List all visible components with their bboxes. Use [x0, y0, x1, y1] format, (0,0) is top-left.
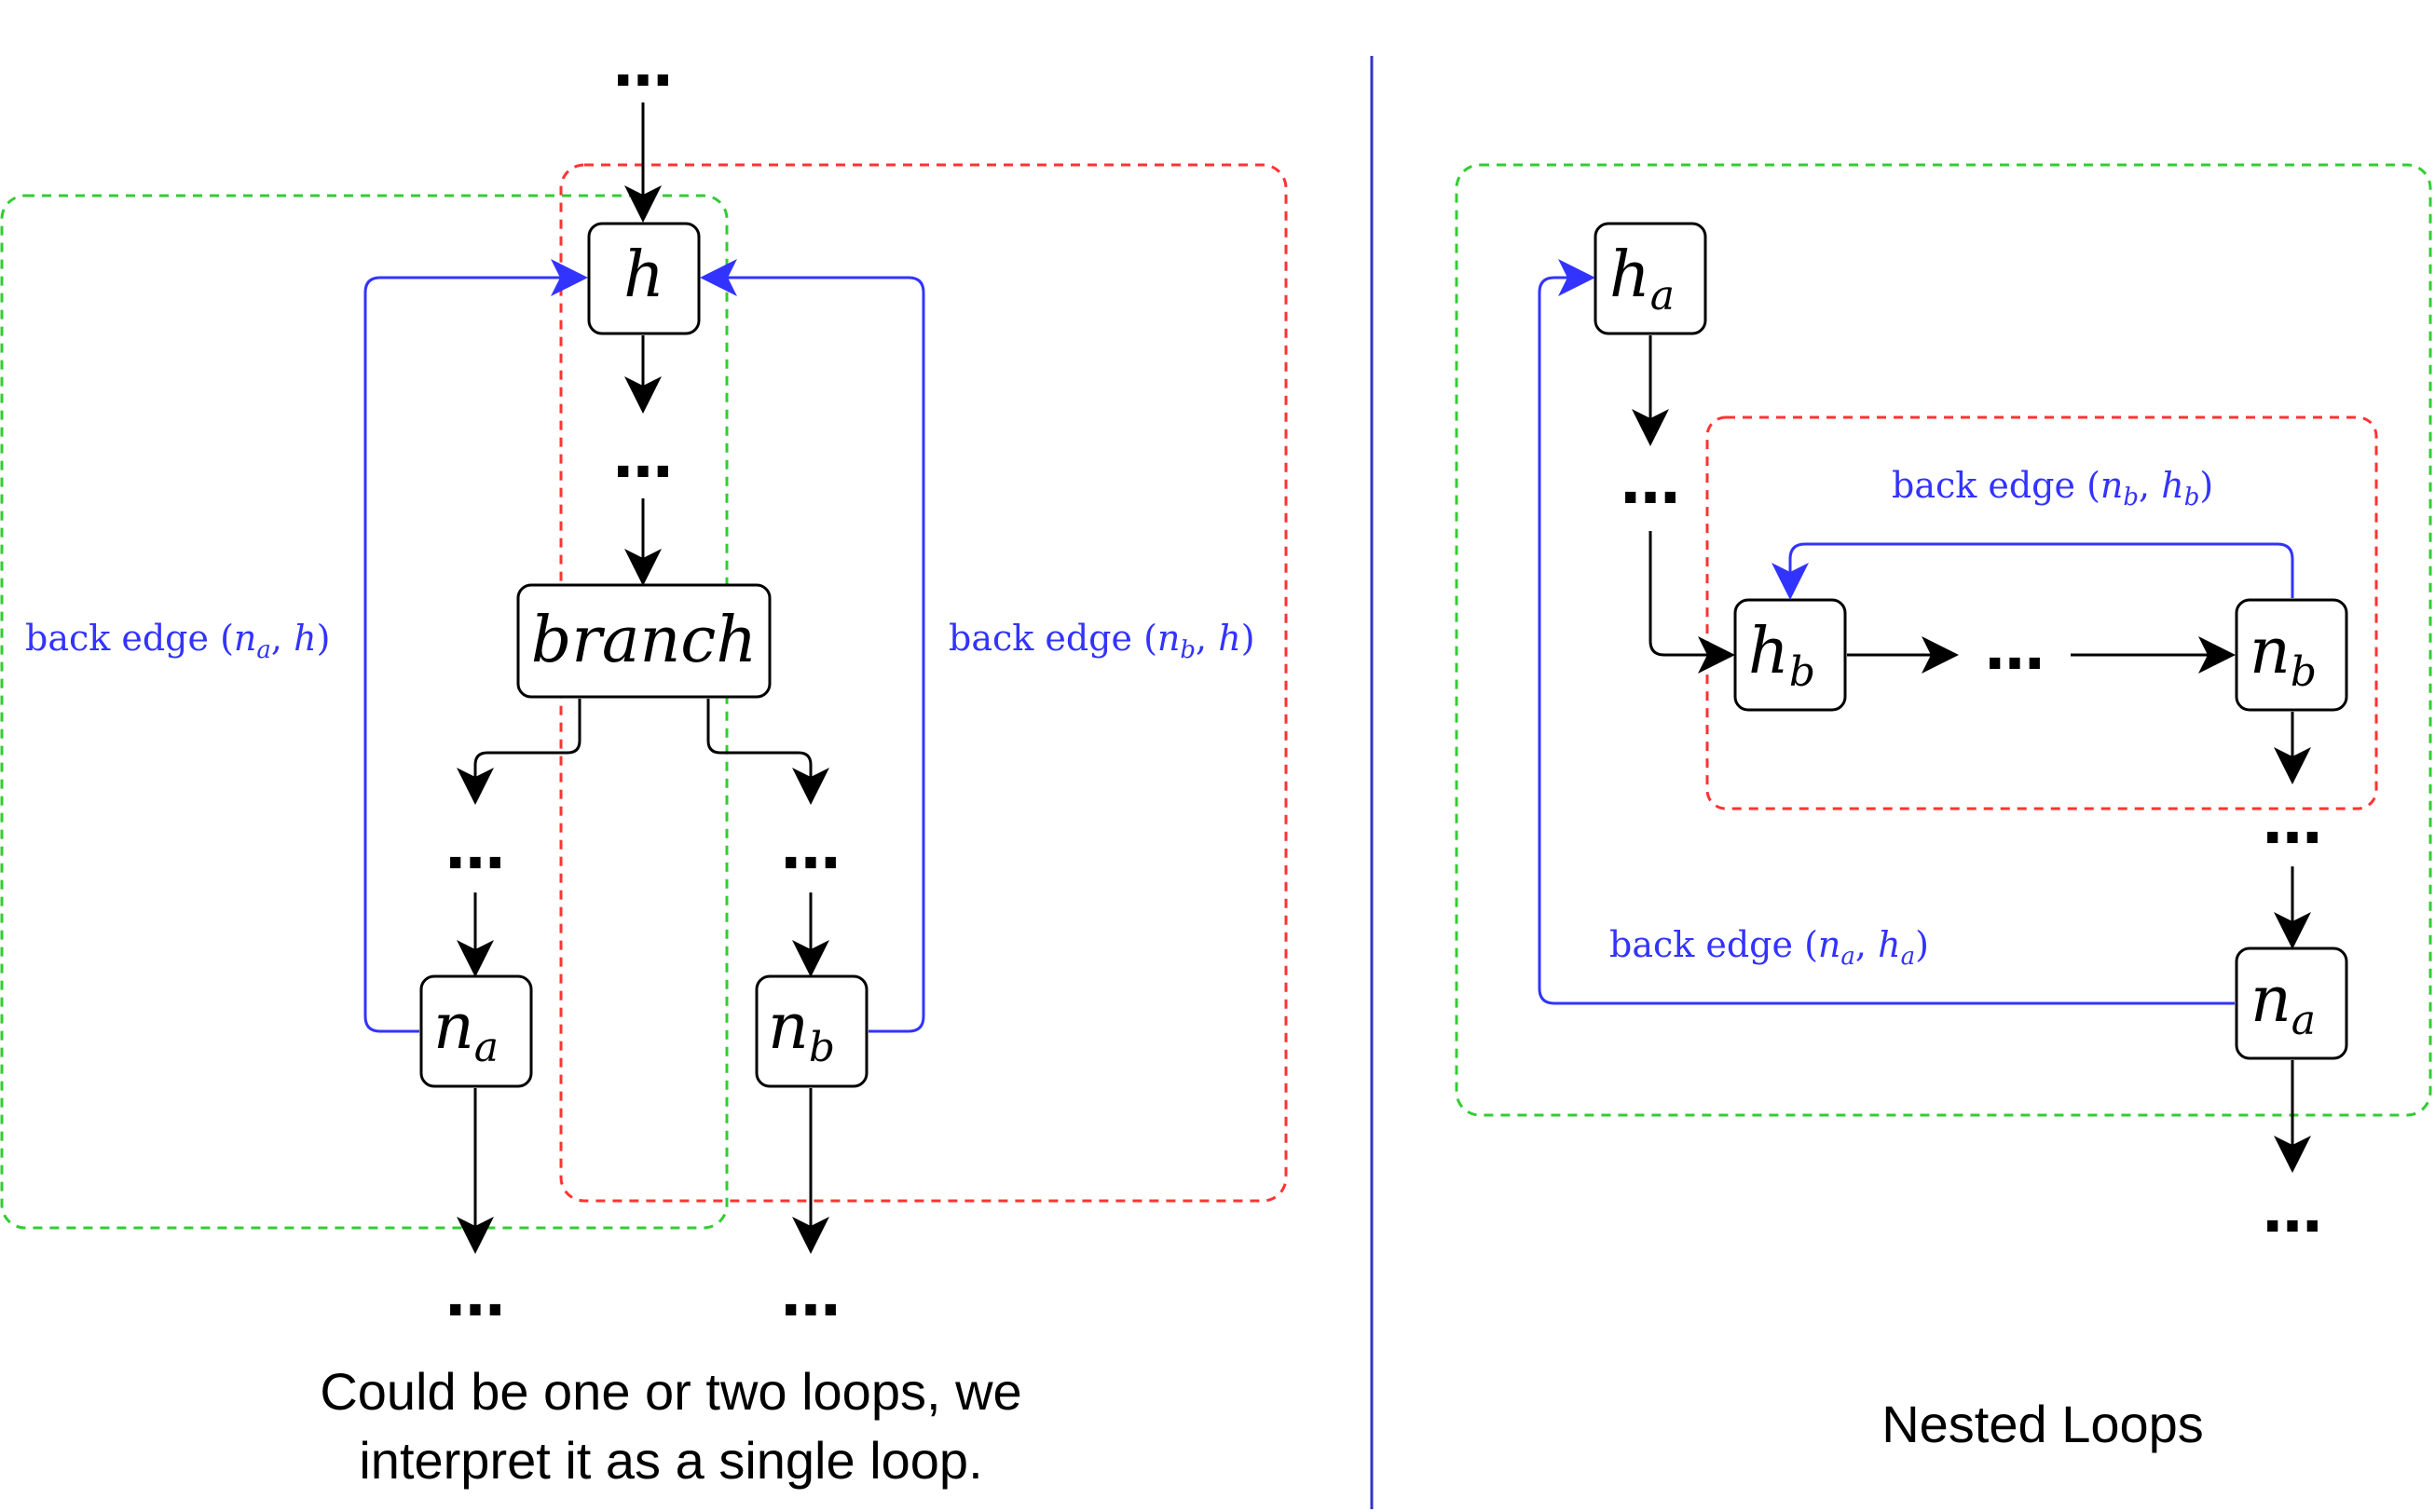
node-hb: [1733, 598, 1847, 712]
back-edge-na-ha: [1538, 259, 2235, 1005]
na-exit-ellipsis: …: [445, 1261, 505, 1330]
left-branch-ellipsis: …: [445, 814, 505, 883]
node-na-right: [2235, 947, 2348, 1060]
outer-loop-region: [1455, 163, 2432, 1117]
right-branch-ellipsis: …: [781, 814, 841, 883]
back-edge-nb-h: [700, 259, 925, 1033]
right-caption: Nested Loops: [1881, 1395, 2204, 1453]
loop-region-a: [0, 194, 729, 1230]
node-branch-label: branch: [531, 604, 757, 677]
node-nb: [755, 974, 869, 1088]
inner-loop-region: [1705, 415, 2378, 810]
node-nb-right-label: nb: [2250, 615, 2317, 696]
node-h-label: h: [623, 238, 664, 312]
edge-branch-right: [706, 699, 829, 805]
edge-dots-to-hb: [1648, 531, 1735, 674]
node-h: [587, 222, 701, 335]
mid-ellipsis: …: [613, 423, 673, 492]
na-exit-ellipsis-right: …: [2263, 1178, 2322, 1246]
label-back-edge-na-h: back edge (na, h): [25, 618, 330, 664]
loop-region-b: [559, 163, 1288, 1203]
node-nb-right: [2235, 598, 2348, 712]
node-na-right-label: na: [2250, 963, 2316, 1044]
node-na-label: na: [433, 990, 499, 1071]
label-back-edge-nb-hb: back edge (nb, hb): [1892, 465, 2213, 511]
edge-branch-left: [457, 699, 581, 805]
top-ellipsis: …: [613, 32, 673, 101]
left-caption-line2: interpret it as a single loop.: [359, 1431, 982, 1490]
nb-exit-ellipsis-right: …: [2263, 789, 2322, 858]
nb-exit-ellipsis: …: [781, 1261, 841, 1330]
ha-ellipsis: …: [1621, 449, 1680, 518]
node-nb-label: nb: [768, 990, 835, 1071]
inner-ellipsis: …: [1985, 615, 2045, 684]
node-na: [419, 974, 533, 1088]
node-ha-label: ha: [1609, 238, 1675, 320]
left-caption-line1: Could be one or two loops, we: [320, 1362, 1021, 1421]
back-edge-nb-hb: [1772, 542, 2294, 600]
node-hb-label: hb: [1748, 615, 1815, 696]
label-back-edge-na-ha: back edge (na, ha): [1609, 924, 1929, 971]
node-ha: [1594, 222, 1707, 335]
node-branch: [516, 583, 772, 699]
label-back-edge-nb-h: back edge (nb, h): [949, 618, 1255, 664]
back-edge-na-h: [363, 259, 588, 1033]
